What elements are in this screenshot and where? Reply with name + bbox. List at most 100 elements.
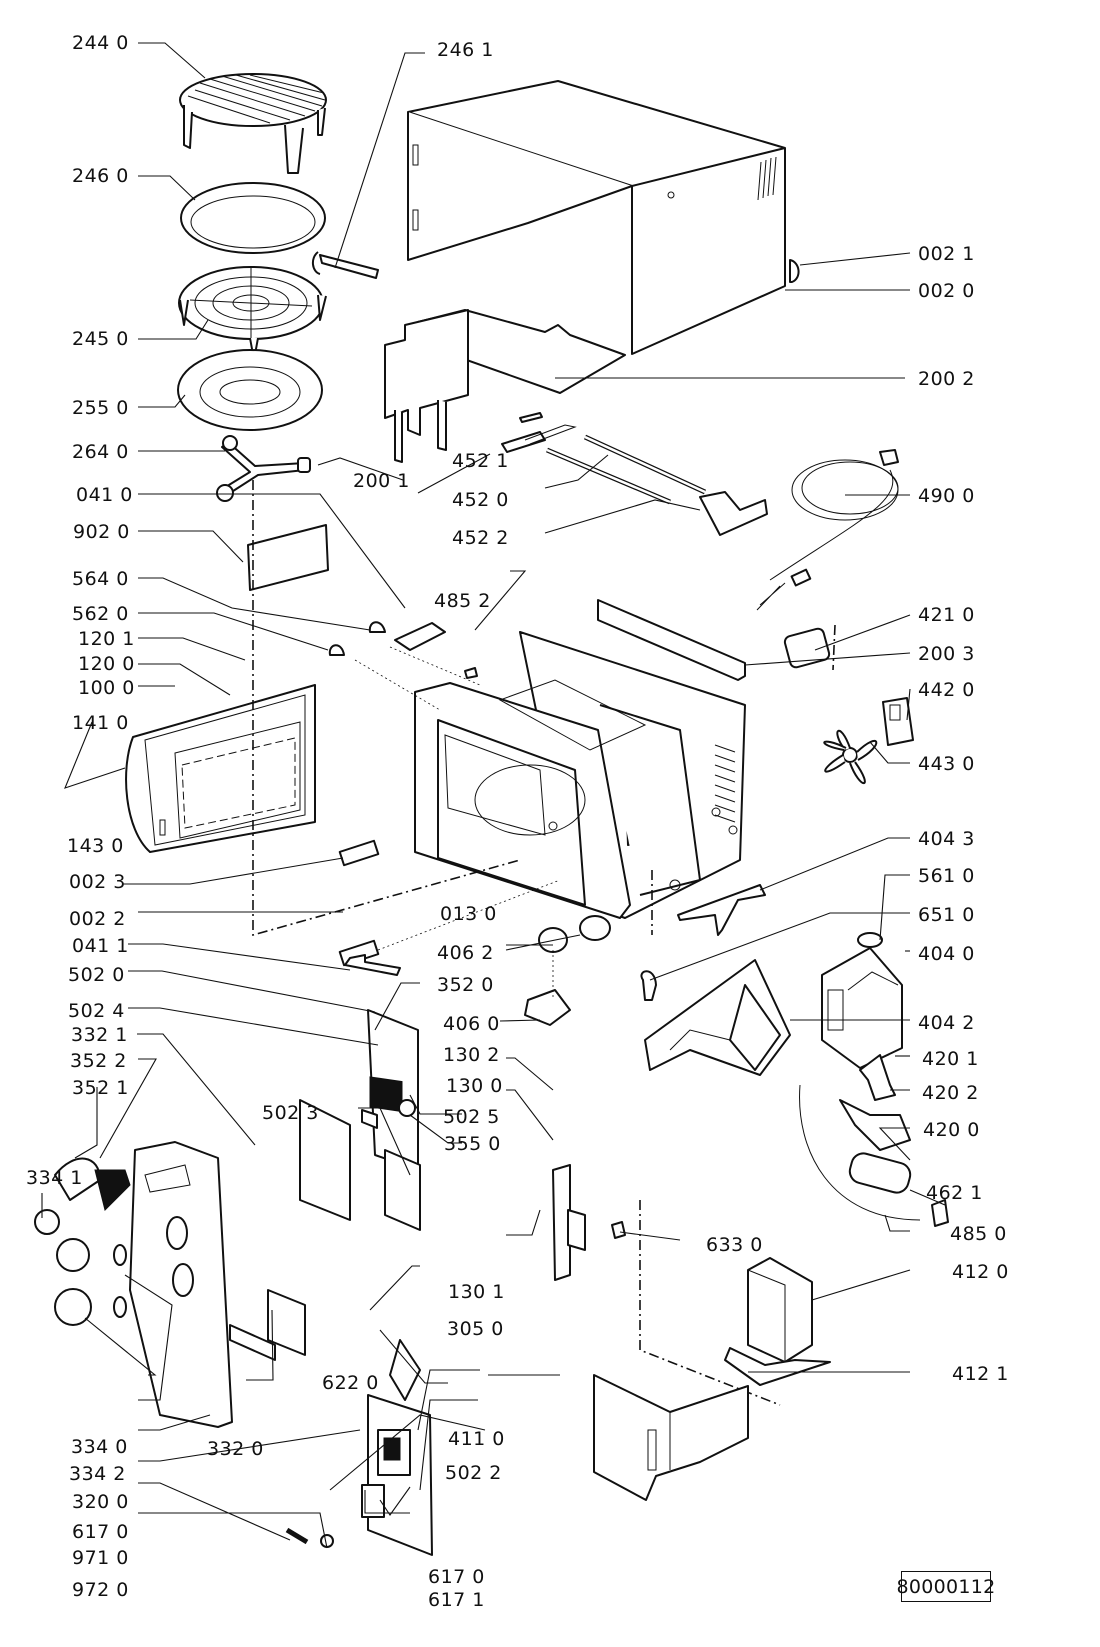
label-617-0-right: 617 0: [428, 1566, 485, 1588]
label-971-0: 971 0: [72, 1547, 129, 1569]
drawing-reference-number: 80000112: [896, 1571, 995, 1602]
part-door: [125, 684, 316, 853]
part-capacitor-group: [799, 1054, 949, 1227]
label-305-0: 305 0: [447, 1318, 504, 1340]
label-452-2: 452 2: [452, 527, 509, 549]
label-404-2: 404 2: [918, 1012, 975, 1034]
label-485-2: 485 2: [434, 590, 491, 612]
label-411-0: 411 0: [448, 1428, 505, 1450]
part-air-duct: [644, 959, 791, 1076]
part-low-rack: [178, 266, 327, 361]
label-502-5: 502 5: [443, 1106, 500, 1128]
label-412-0: 412 0: [952, 1261, 1009, 1283]
label-404-0: 404 0: [918, 943, 975, 965]
label-502-0: 502 0: [68, 964, 125, 986]
part-side-bracket: [384, 309, 469, 463]
label-002-0: 002 0: [918, 280, 975, 302]
label-502-2: 502 2: [445, 1462, 502, 1484]
label-442-0: 442 0: [918, 679, 975, 701]
label-264-0: 264 0: [72, 441, 129, 463]
part-outer-cabinet: [407, 80, 786, 355]
label-972-0: 972 0: [72, 1579, 129, 1601]
part-power-cord: [756, 449, 899, 611]
label-130-1: 130 1: [448, 1281, 505, 1303]
label-617-1: 617 1: [428, 1589, 485, 1611]
part-grill-rack: [179, 73, 327, 174]
label-564-0: 564 0: [72, 568, 129, 590]
part-switch-boards: [229, 1099, 421, 1361]
label-334-0: 334 0: [71, 1436, 128, 1458]
part-filter: [783, 624, 836, 671]
label-633-0: 633 0: [706, 1234, 763, 1256]
label-502-3: 502 3: [262, 1102, 319, 1124]
label-420-0: 420 0: [923, 1119, 980, 1141]
label-013-0: 013 0: [440, 903, 497, 925]
label-200-3: 200 3: [918, 643, 975, 665]
label-002-1: 002 1: [918, 243, 975, 265]
label-561-0: 561 0: [918, 865, 975, 887]
part-lamp: [640, 970, 657, 1001]
label-120-1: 120 1: [78, 628, 135, 650]
label-452-0: 452 0: [452, 489, 509, 511]
label-100-0: 100 0: [78, 677, 135, 699]
label-332-0: 332 0: [207, 1438, 264, 1460]
label-141-0: 141 0: [72, 712, 129, 734]
label-041-0: 041 0: [76, 484, 133, 506]
part-transformer-cover: [593, 1374, 749, 1501]
label-443-0: 443 0: [918, 753, 975, 775]
label-420-1: 420 1: [922, 1048, 979, 1070]
part-bracket: [312, 251, 379, 279]
label-406-0: 406 0: [443, 1013, 500, 1035]
label-245-0: 245 0: [72, 328, 129, 350]
part-knobs: [34, 1157, 131, 1326]
part-door-lever: [552, 1164, 626, 1281]
label-334-1: 334 1: [26, 1167, 83, 1189]
label-130-2: 130 2: [443, 1044, 500, 1066]
part-turntable-drive: [524, 915, 611, 1026]
part-rail: [597, 599, 746, 681]
label-200-2: 200 2: [918, 368, 975, 390]
label-244-0: 244 0: [72, 32, 129, 54]
part-latch-plate: [344, 954, 401, 976]
part-turntable-support: [216, 435, 311, 502]
label-562-0: 562 0: [72, 603, 129, 625]
label-200-1: 200 1: [353, 470, 410, 492]
part-control-panel: [129, 1141, 233, 1428]
part-labels: 244 0 246 1 246 0 245 0 255 0 264 0 002 …: [26, 32, 1009, 1611]
label-355-0: 355 0: [444, 1133, 501, 1155]
label-352-1: 352 1: [72, 1077, 129, 1099]
label-421-0: 421 0: [918, 604, 975, 626]
label-902-0: 902 0: [73, 521, 130, 543]
axis-line: [639, 1200, 781, 1406]
label-420-2: 420 2: [922, 1082, 979, 1104]
label-002-3: 002 3: [69, 871, 126, 893]
label-255-0: 255 0: [72, 397, 129, 419]
part-crisp-plate: [180, 182, 326, 254]
label-412-1: 412 1: [952, 1363, 1009, 1385]
label-246-0: 246 0: [72, 165, 129, 187]
label-485-0: 485 0: [950, 1223, 1007, 1245]
part-fan-motor: [882, 697, 914, 746]
label-406-2: 406 2: [437, 942, 494, 964]
label-334-2: 334 2: [69, 1463, 126, 1485]
label-404-3: 404 3: [918, 828, 975, 850]
leader-lines: [41, 42, 946, 1549]
label-041-1: 041 1: [72, 935, 129, 957]
label-002-2: 002 2: [69, 908, 126, 930]
label-143-0: 143 0: [67, 835, 124, 857]
part-magnetron: [821, 947, 903, 1069]
label-502-4: 502 4: [68, 1000, 125, 1022]
label-617-0-left: 617 0: [72, 1521, 129, 1543]
label-452-1: 452 1: [452, 450, 509, 472]
label-332-1: 332 1: [71, 1024, 128, 1046]
label-622-0: 622 0: [322, 1372, 379, 1394]
label-490-0: 490 0: [918, 485, 975, 507]
part-glass-turntable: [177, 349, 323, 431]
part-oven-cavity: [414, 631, 746, 919]
label-651-0: 651 0: [918, 904, 975, 926]
part-heater-assembly: [501, 412, 768, 536]
label-352-2: 352 2: [70, 1050, 127, 1072]
label-352-0: 352 0: [437, 974, 494, 996]
part-magnetron-bracket: [677, 884, 766, 936]
